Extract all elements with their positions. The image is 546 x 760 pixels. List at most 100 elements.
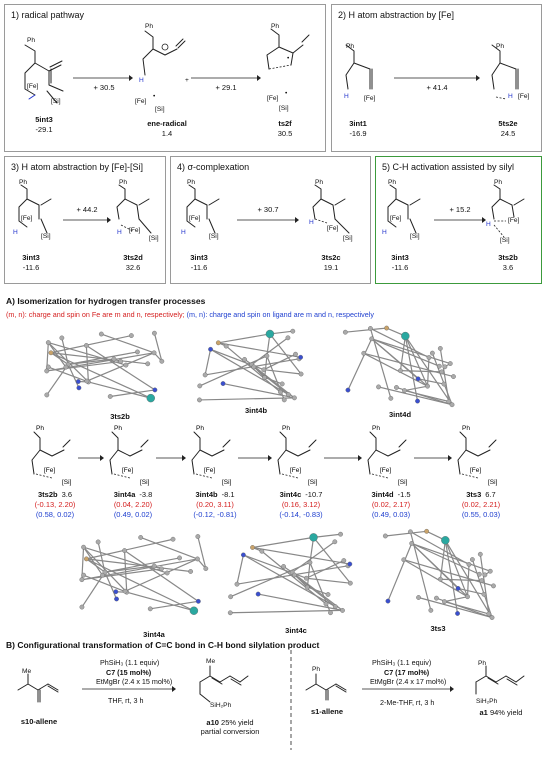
atom-ball xyxy=(341,558,347,563)
atom-ball xyxy=(138,535,144,540)
species-energy: -11.6 xyxy=(22,263,40,272)
atom-ball xyxy=(147,606,153,612)
ph-label: Ph xyxy=(271,23,280,30)
bond xyxy=(457,449,467,475)
bond xyxy=(459,431,467,451)
bond-stick xyxy=(50,335,132,354)
bond-stick xyxy=(251,364,295,399)
structure-3ts2b xyxy=(491,184,525,238)
atom-ball xyxy=(447,361,453,366)
atom-ball xyxy=(84,378,90,384)
bond-stick xyxy=(306,562,311,588)
bond-stick xyxy=(218,333,271,344)
atom-ball xyxy=(465,594,470,600)
section-a-legend: (m, n): charge and spin on Fe are m and … xyxy=(6,310,374,319)
bond-stick xyxy=(371,338,440,367)
ph-label: Ph xyxy=(372,425,380,432)
species-name: 3int3 xyxy=(22,253,40,262)
atom-ball xyxy=(438,576,443,582)
interaction xyxy=(195,473,213,479)
structure-label: 3ts2b xyxy=(110,412,130,421)
h-label: H xyxy=(508,93,513,100)
ph-label: Ph xyxy=(196,425,204,432)
product-note: partial conversion xyxy=(200,727,260,736)
atom-ball xyxy=(429,350,435,356)
product-yield: a1 94% yield xyxy=(479,708,523,717)
bond-stick xyxy=(68,358,114,365)
si-label: [Si] xyxy=(222,479,232,486)
atom-ball xyxy=(264,353,270,359)
bond-stick xyxy=(417,378,445,385)
condition: 2-Me-THF, rt, 3 h xyxy=(380,698,435,707)
arrow-energy: + 41.4 xyxy=(426,83,448,92)
h-label: H xyxy=(139,77,144,84)
bond-stick xyxy=(252,536,314,549)
bond-stick xyxy=(410,531,470,565)
species-name: 3int1 xyxy=(349,119,367,128)
substrate-name: s1-allene xyxy=(310,707,344,716)
atom-ball xyxy=(347,580,353,586)
atom-ball xyxy=(81,572,87,578)
interaction xyxy=(461,473,479,479)
bond-stick xyxy=(309,537,315,563)
panel-title: 5) C-H activation assisted by silyl xyxy=(382,162,515,172)
ph-label: Ph xyxy=(27,37,36,44)
bond-stick xyxy=(236,554,244,585)
fe-label: [Fe] xyxy=(290,467,301,474)
bond-stick xyxy=(347,338,373,391)
legend-fe: (m, n): charge and spin on Fe are m and … xyxy=(6,310,185,319)
atom-ball xyxy=(44,368,50,374)
structure-ts2f xyxy=(266,28,310,70)
atom-ball xyxy=(285,335,291,341)
bond-stick xyxy=(86,538,174,560)
atom-ball xyxy=(298,371,304,377)
atom-ball xyxy=(262,375,267,380)
arrow-energy: + 30.5 xyxy=(93,83,115,92)
atom-ball xyxy=(401,557,407,563)
atom-ball xyxy=(215,340,221,346)
atom-ball xyxy=(285,392,291,397)
bond-stick xyxy=(199,397,295,401)
si-label: [Si] xyxy=(398,479,408,486)
atom-ball xyxy=(340,607,345,613)
arrow xyxy=(237,217,299,223)
bond-stick xyxy=(439,348,450,402)
ph-label: Ph xyxy=(346,43,355,50)
divider xyxy=(290,650,292,750)
bond-stick xyxy=(197,536,207,569)
atom-ball xyxy=(203,566,209,571)
atom-ball xyxy=(79,577,85,583)
panel-h-abstraction-fe-si: 3) H atom abstraction by [Fe]-[Si] Ph [F… xyxy=(4,156,166,284)
bond-stick xyxy=(411,542,491,572)
bond-stick xyxy=(404,335,429,387)
atom-ball xyxy=(250,545,255,550)
si-label: [Si] xyxy=(41,233,51,240)
radical-dot: • xyxy=(285,90,288,97)
si-label: [Si] xyxy=(343,235,353,242)
atom-ball xyxy=(376,384,381,390)
atom-ball xyxy=(369,336,375,342)
atom-ball xyxy=(95,539,101,545)
path-species-energy: -10.7 xyxy=(305,490,323,499)
fe-label: [Fe] xyxy=(364,95,376,102)
interaction xyxy=(281,473,299,479)
atom-ball xyxy=(227,610,233,616)
bond-stick xyxy=(378,386,453,406)
bond-stick xyxy=(153,333,163,362)
bond xyxy=(33,431,41,451)
bond-stick xyxy=(222,382,295,399)
atom-ball xyxy=(345,387,351,393)
bond-stick xyxy=(363,352,428,387)
atom-ball xyxy=(479,578,485,583)
atom-ball xyxy=(469,557,475,562)
atom-ball xyxy=(347,561,353,567)
species-energy: -29.1 xyxy=(35,125,53,134)
bond-stick xyxy=(104,565,155,573)
arrow xyxy=(82,686,176,692)
bond-stick xyxy=(370,327,430,359)
atom-ball xyxy=(328,610,333,616)
condition-catalyst: C7 (15 mol%) xyxy=(106,668,152,677)
atom-ball xyxy=(83,343,89,348)
atom-ball xyxy=(197,383,203,389)
bond-stick xyxy=(83,546,128,593)
